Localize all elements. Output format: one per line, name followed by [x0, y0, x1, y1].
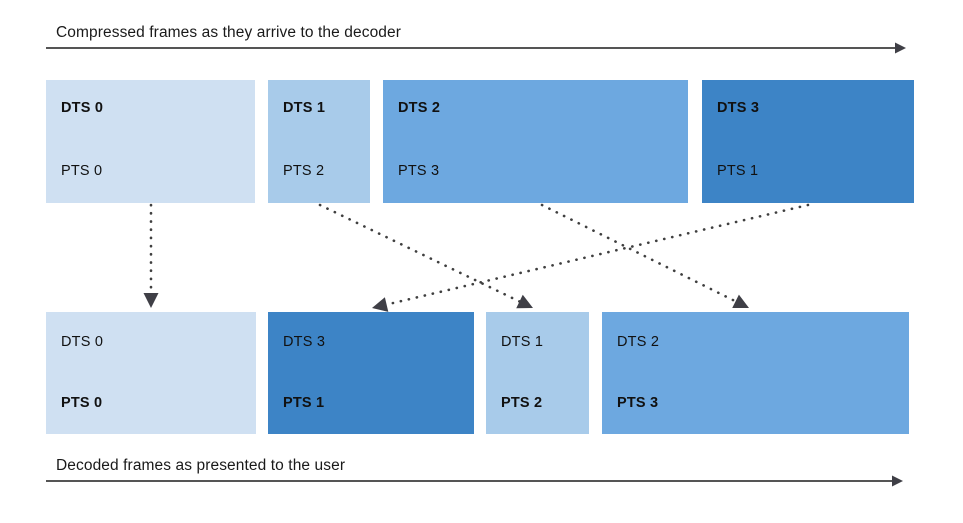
bottom-caption: Decoded frames as presented to the user	[56, 457, 346, 474]
frame-box-bottom-1: DTS 3 PTS 1	[268, 312, 474, 434]
dts-label: DTS 3	[717, 100, 760, 116]
axis-arrowhead-icon	[892, 475, 903, 487]
pts-label: PTS 2	[283, 163, 325, 179]
flow-arrowhead-icon	[372, 297, 389, 312]
pts-label: PTS 3	[617, 395, 659, 411]
flow-dts1-to-pts2	[318, 203, 533, 309]
flow-arrowhead-icon	[143, 293, 159, 308]
dts-label: DTS 1	[283, 100, 326, 116]
top-timeline-arrow	[46, 42, 906, 54]
pts-label: PTS 1	[717, 163, 759, 179]
flow-dts2-to-pts3	[540, 203, 749, 309]
pts-label: PTS 0	[61, 395, 103, 411]
dts-label: DTS 0	[61, 100, 104, 116]
frame-box-bottom-2: DTS 1 PTS 2	[486, 312, 589, 434]
top-caption: Compressed frames as they arrive to the …	[56, 24, 401, 41]
dts-label: DTS 1	[501, 334, 544, 350]
flow-dts0-to-pts0	[143, 203, 159, 308]
bottom-timeline-arrow	[46, 475, 903, 487]
flow-dts3-to-pts1	[372, 203, 810, 312]
dts-label: DTS 0	[61, 334, 104, 350]
pts-label: PTS 1	[283, 395, 325, 411]
axis-arrowhead-icon	[895, 42, 906, 54]
pts-label: PTS 2	[501, 395, 543, 411]
frame-box-top-1: DTS 1 PTS 2	[268, 80, 370, 203]
pts-label: PTS 0	[61, 163, 103, 179]
dts-label: DTS 2	[617, 334, 660, 350]
dts-label: DTS 2	[398, 100, 441, 116]
frame-box-bottom-3: DTS 2 PTS 3	[602, 312, 909, 434]
flow-arrowhead-icon	[732, 294, 749, 309]
dts-label: DTS 3	[283, 334, 326, 350]
frame-box-top-2: DTS 2 PTS 3	[383, 80, 688, 203]
flow-arrowhead-icon	[516, 294, 533, 309]
frame-box-top-0: DTS 0 PTS 0	[46, 80, 255, 203]
pts-label: PTS 3	[398, 163, 440, 179]
frame-box-bottom-0: DTS 0 PTS 0	[46, 312, 256, 434]
frame-box-top-3: DTS 3 PTS 1	[702, 80, 914, 203]
